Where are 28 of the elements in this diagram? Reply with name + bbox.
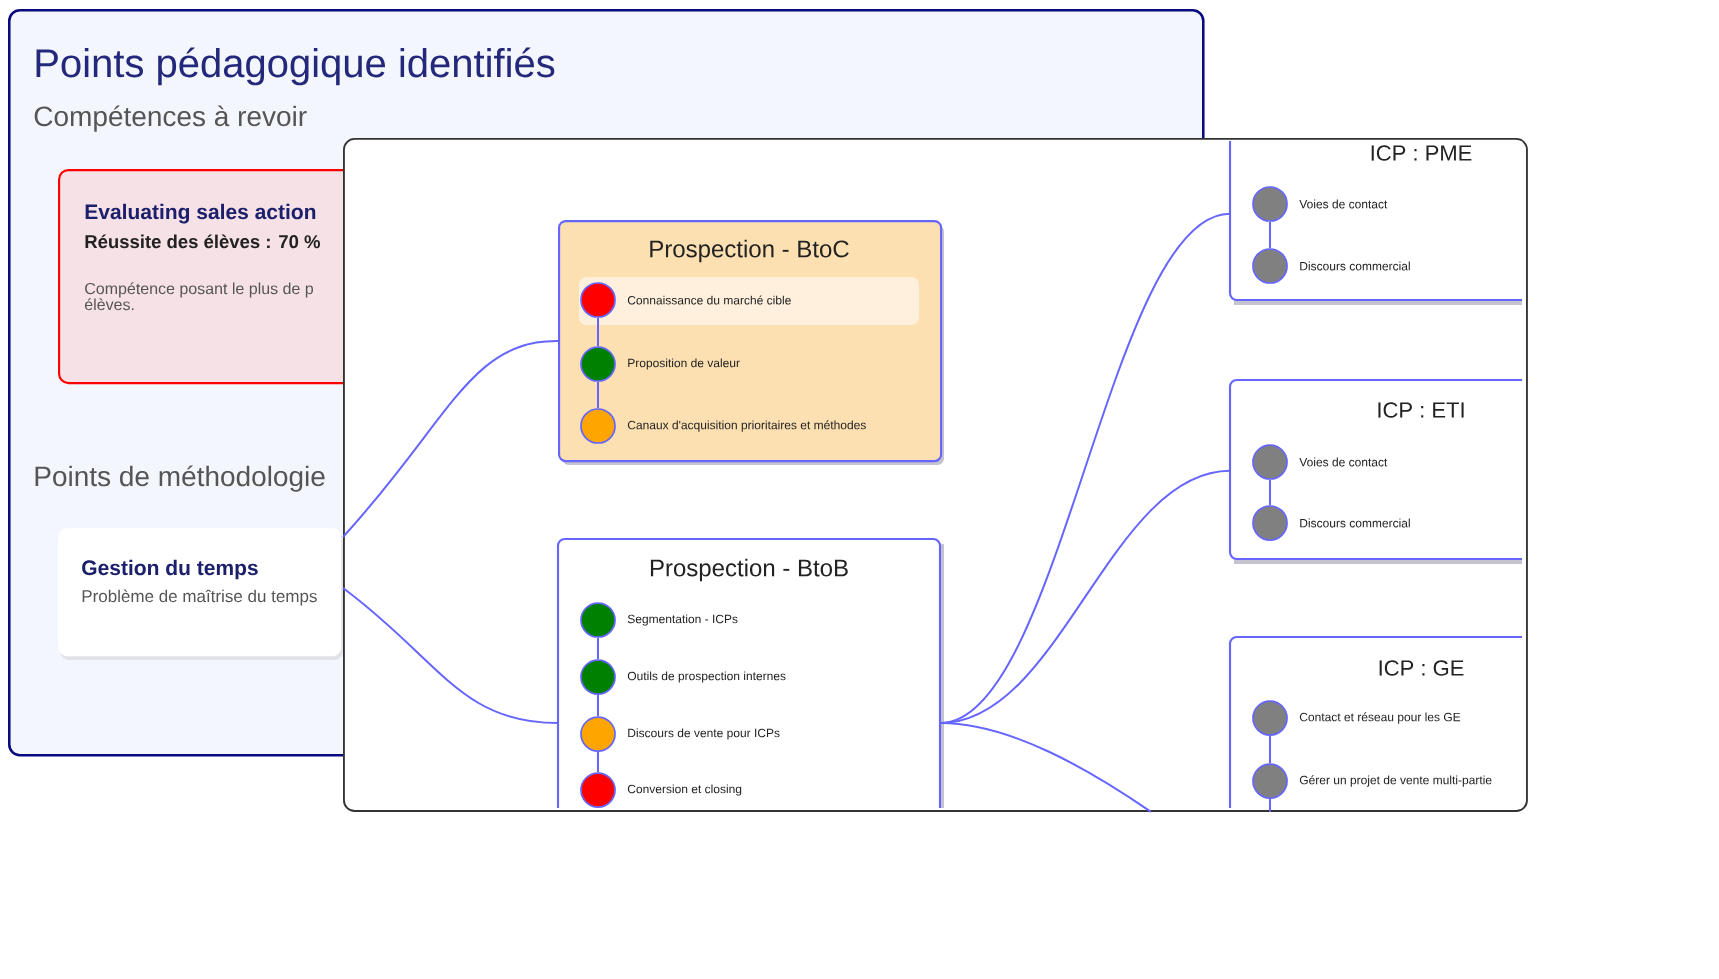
item-label: Gérer un projet de vente multi-partie <box>1299 775 1492 787</box>
section-heading: Points de méthodologie <box>35 465 325 492</box>
connector <box>1269 478 1271 507</box>
card-title: Gestion du temps <box>82 559 258 580</box>
connector <box>342 340 559 538</box>
score-text: Réussite des élèves : 70 % <box>85 234 320 249</box>
connector <box>939 722 1152 813</box>
item-label: Voies de contact <box>1299 457 1388 467</box>
connector <box>1269 734 1271 765</box>
box-title: Prospection - BtoB <box>650 558 848 582</box>
connector <box>342 587 559 724</box>
section-heading: Compétences à revoir <box>34 105 307 132</box>
item-label: Outils de prospection internes <box>627 671 786 683</box>
item-label: Discours de vente pour ICPs <box>628 728 780 740</box>
connector <box>597 750 599 774</box>
item-label: Segmentation - ICPs <box>627 614 738 626</box>
connector <box>597 636 599 661</box>
card-description: Compétence posant le plus de p élèves. <box>84 282 313 311</box>
panel-title: Points pédagogique identifiés <box>36 47 555 86</box>
card-title: Evaluating sales action <box>85 203 316 224</box>
item-label: Contact et réseau pour les GE <box>1299 712 1461 724</box>
connector <box>597 693 599 718</box>
box-title: ICP : ETI <box>1378 402 1464 418</box>
box-title: ICP : GE <box>1379 660 1464 676</box>
card-description: Problème de maîtrise du temps <box>82 589 317 606</box>
connector <box>1269 797 1271 813</box>
item-label: Discours commercial <box>1300 518 1410 528</box>
item-label: Conversion et closing <box>627 784 742 796</box>
